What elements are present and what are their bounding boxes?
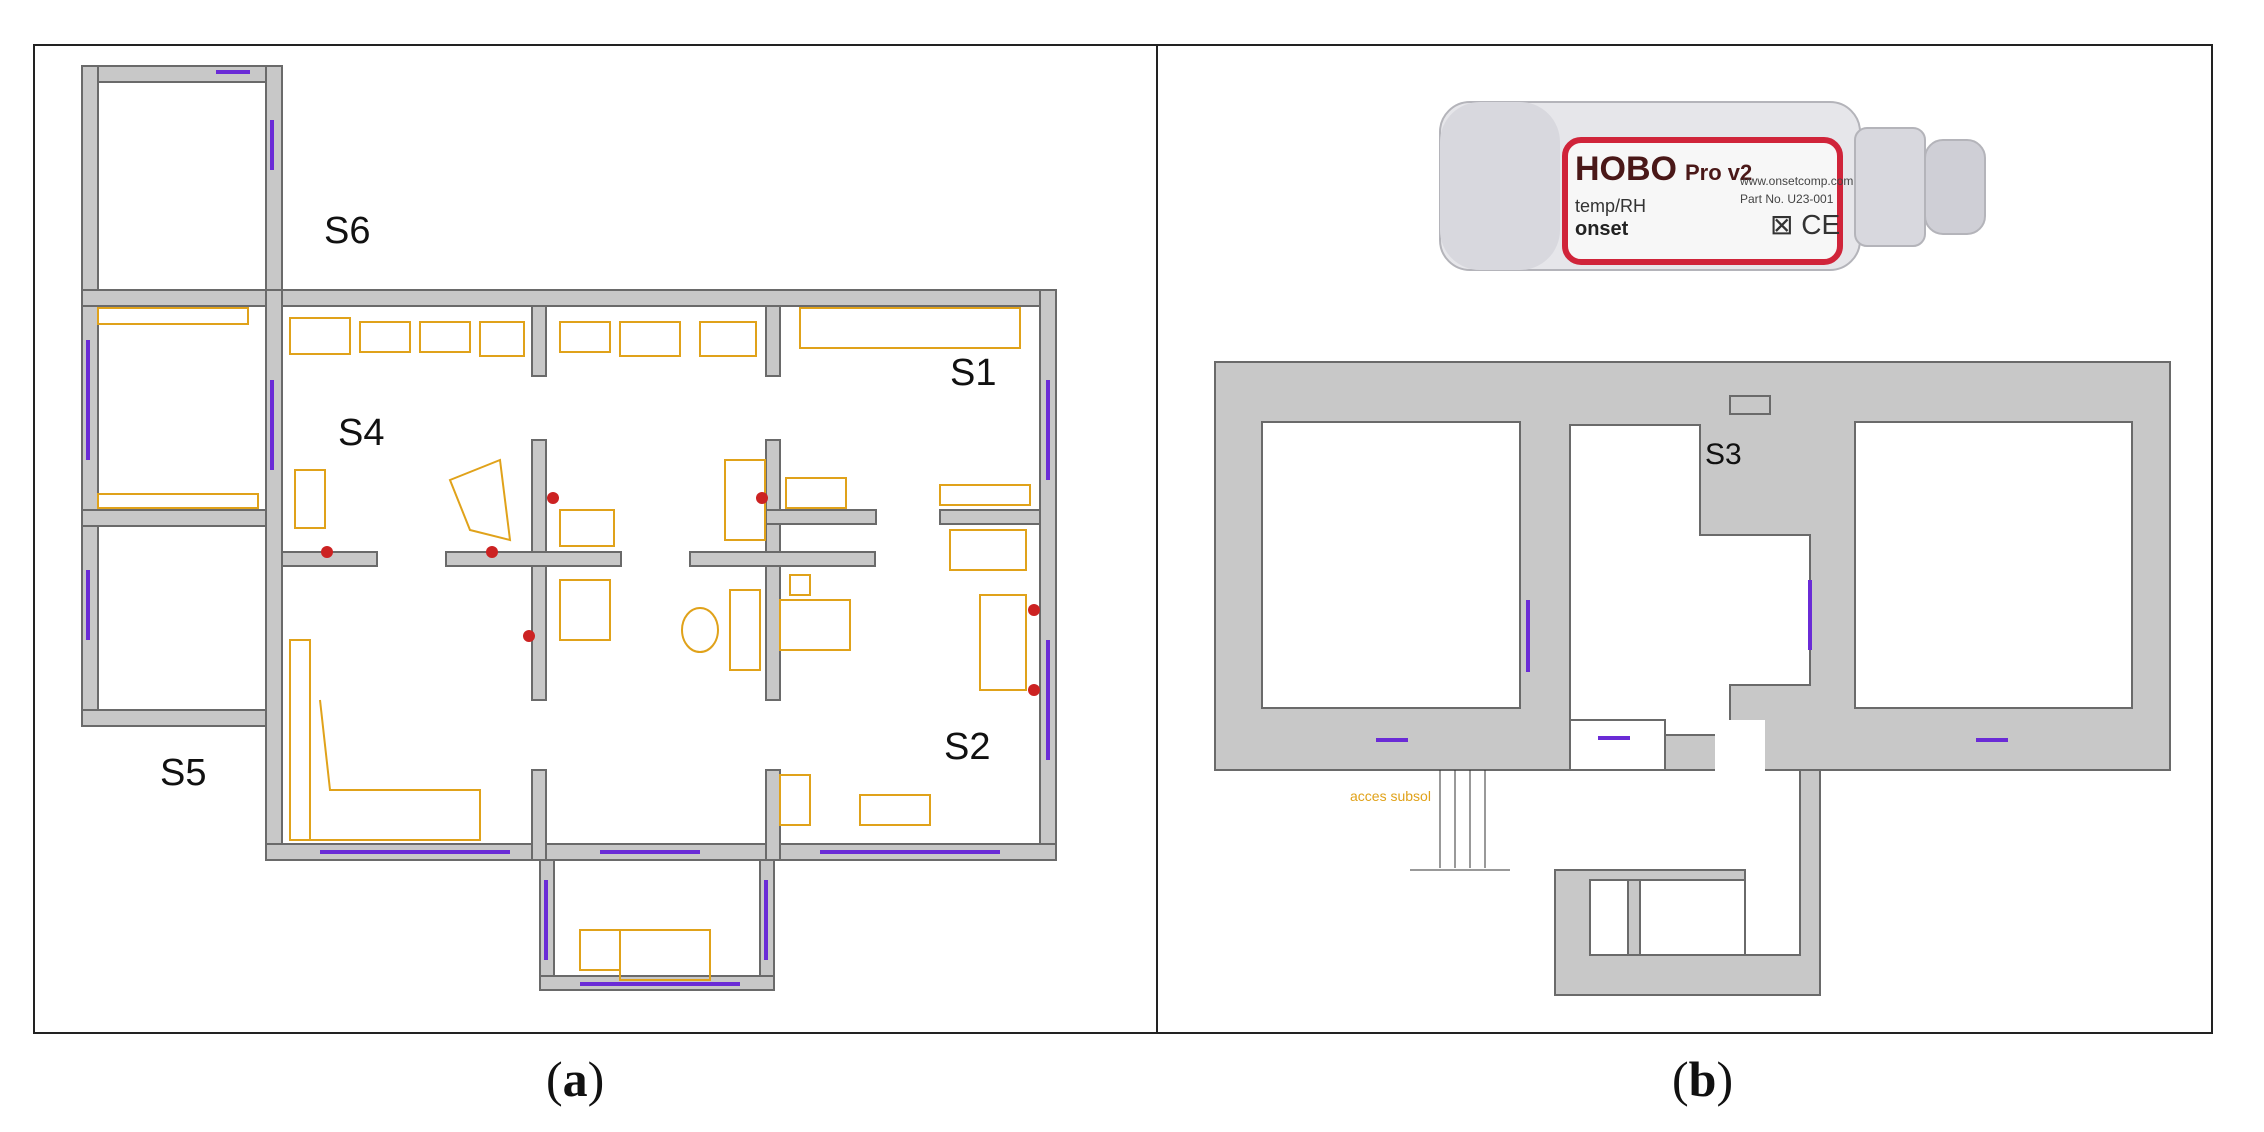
wall	[689, 551, 876, 567]
wall	[81, 509, 283, 527]
sensor-part: Part No. U23-001	[1740, 192, 1834, 206]
wall	[265, 65, 283, 307]
wall	[81, 709, 283, 727]
wall	[265, 289, 283, 861]
caption-a: (a)	[546, 1050, 604, 1108]
room-label-s6: S6	[324, 210, 371, 252]
sensor-maker: onset	[1575, 218, 1629, 240]
wall	[531, 439, 547, 701]
wall	[265, 289, 1057, 307]
panel-divider	[1156, 44, 1158, 1034]
room-label-s2: S2	[944, 726, 991, 768]
caption-a-close: )	[587, 1051, 605, 1107]
windows-a	[86, 70, 1050, 986]
caption-b: (b)	[1672, 1050, 1733, 1108]
wall	[81, 289, 283, 307]
wall	[1039, 289, 1057, 861]
room-label-s3: S3	[1705, 438, 1742, 471]
wall	[765, 305, 781, 377]
wall	[765, 509, 877, 525]
sensor-url: www.onsetcomp.com	[1740, 174, 1854, 188]
walls-b	[1214, 361, 2171, 996]
room-label-s5: S5	[160, 752, 207, 794]
wall	[81, 65, 99, 307]
hobo-sensor	[1439, 101, 1986, 271]
stairs-annotation: acces subsol	[1350, 788, 1431, 804]
wall	[81, 65, 283, 83]
stairs-b	[1410, 770, 1510, 871]
caption-a-open: (	[546, 1051, 563, 1107]
sensor-type: temp/RH	[1575, 196, 1647, 216]
furniture-a	[97, 307, 1031, 981]
room-label-s4: S4	[338, 412, 385, 454]
caption-b-open: (	[1672, 1051, 1689, 1107]
wall	[445, 551, 622, 567]
room-label-s1: S1	[950, 352, 997, 394]
figure-frame	[33, 44, 2213, 1034]
wall	[531, 769, 547, 861]
sensor-brand: HOBO	[1575, 150, 1677, 188]
windows-b	[1376, 580, 2008, 742]
wall	[939, 509, 1041, 525]
sensor-marks: ⊠ CE	[1770, 209, 1841, 240]
caption-b-letter: b	[1688, 1051, 1717, 1107]
caption-a-letter: a	[562, 1051, 588, 1107]
wall	[765, 439, 781, 701]
caption-b-close: )	[1716, 1051, 1734, 1107]
radiators-a	[321, 492, 1040, 696]
wall	[765, 769, 781, 861]
sensor-model: Pro v2	[1685, 160, 1753, 185]
walls-a	[81, 65, 1057, 991]
wall	[531, 305, 547, 377]
